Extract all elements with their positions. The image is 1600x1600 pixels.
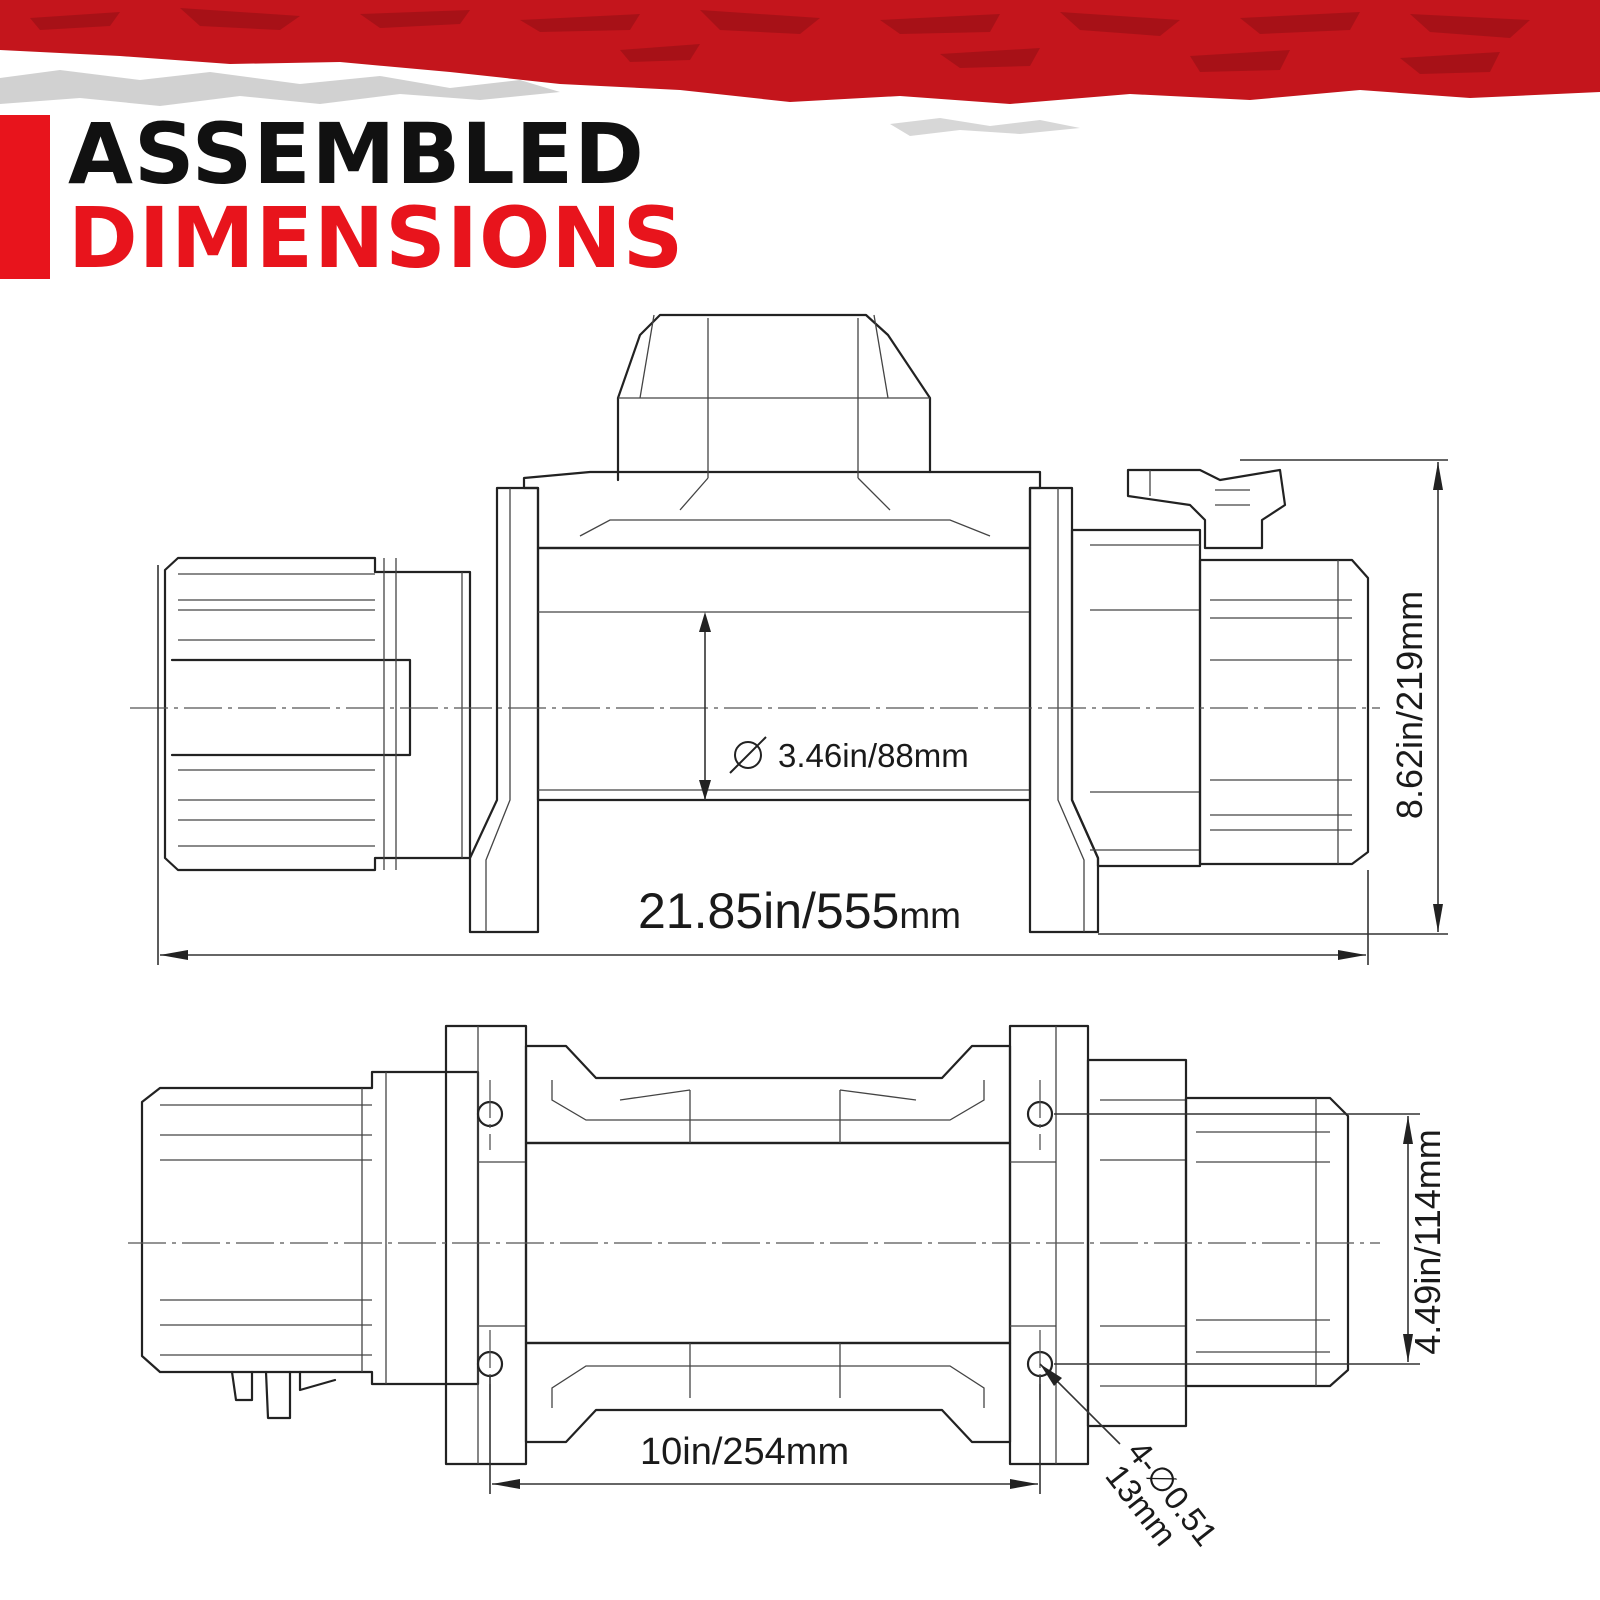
title-line-1: ASSEMBLED	[68, 105, 645, 203]
mount-spacing-length-label: 10in/254mm	[640, 1431, 849, 1473]
mount-spacing-width-label: 4.49in/114mm	[1407, 1129, 1448, 1354]
grunge-banner	[0, 0, 1600, 136]
drum-diameter-label: 3.46in/88mm	[778, 737, 969, 774]
diameter-symbol-icon	[729, 736, 767, 774]
title-accent-bar	[0, 115, 50, 279]
overall-length-value: 21.85in/555	[638, 883, 899, 939]
overall-height-label: 8.62in/219mm	[1389, 591, 1430, 819]
overall-length-label: 21.85in/555mm	[638, 883, 961, 939]
winch-top-view	[128, 1024, 1380, 1466]
title-line-2: DIMENSIONS	[68, 189, 685, 287]
front-dimensions	[157, 459, 1448, 965]
top-dimensions	[489, 1113, 1420, 1494]
winch-front-view	[130, 313, 1380, 934]
overall-length-unit: mm	[899, 895, 961, 936]
